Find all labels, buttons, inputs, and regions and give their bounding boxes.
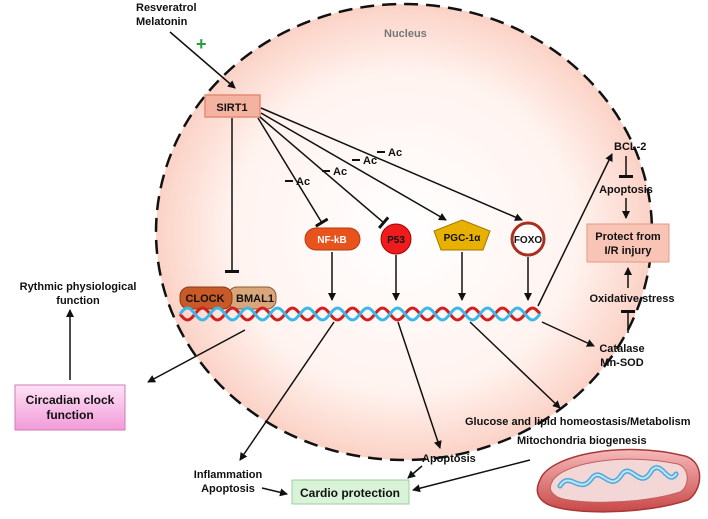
circadian-box — [14, 384, 126, 431]
pgc-node — [433, 219, 491, 251]
dna-strand-blue — [178, 306, 542, 322]
inflammation-label: Inflammation — [194, 469, 263, 481]
cardio-box — [291, 479, 410, 505]
svg-text:Ac: Ac — [333, 166, 347, 178]
protect-label-line2: I/R injury — [604, 245, 652, 257]
circadian-label-line2: function — [46, 408, 93, 422]
glucose-label: Glucose and lipid homeostasis/Metabolism — [465, 416, 691, 428]
inducer-melatonin: Melatonin — [136, 16, 188, 28]
apoptosis-right-label: Apoptosis — [599, 184, 653, 196]
dna-glucose-arrow — [469, 321, 561, 409]
rhythmic-label-line1: Rythmic physiological — [20, 281, 137, 293]
cardio-label: Cardio protection — [300, 486, 400, 500]
ac-label-nfkb: Ac — [285, 176, 310, 188]
mito-label: Mitochondria biogenesis — [517, 435, 647, 447]
nucleus-label: Nucleus — [384, 28, 427, 40]
circadian-label-line1: Circadian clock — [26, 393, 115, 407]
apoptosis-cardio-arrow — [407, 465, 423, 479]
activation-plus: + — [196, 34, 207, 54]
sirt1-foxo-arrow — [260, 107, 523, 221]
nfkb-node — [304, 227, 361, 251]
protect-label-line1: Protect from — [595, 231, 661, 243]
dna-inflammation-arrow — [239, 321, 335, 461]
svg-text:Ac: Ac — [363, 155, 377, 167]
mn-sod-label: Mn-SOD — [600, 357, 643, 369]
dna-catalase-arrow — [541, 321, 595, 347]
catalase-label: Catalase — [599, 343, 644, 355]
dna-apoptosis-arrow — [397, 321, 442, 449]
dna-circadian-arrow — [147, 329, 246, 383]
bmal1-label: BMAL1 — [236, 293, 274, 305]
sirt1-nfkb-inhibit — [257, 117, 329, 228]
svg-text:Ac: Ac — [296, 176, 310, 188]
rhythmic-label-line2: function — [56, 295, 100, 307]
oxidative-stress-label: Oxidative stress — [590, 293, 675, 305]
ac-label-foxo: Ac — [377, 147, 402, 159]
mitochondrion-image — [536, 448, 701, 513]
p53-node — [380, 223, 412, 255]
nfkb-label: NF-kB — [317, 235, 346, 246]
inducer-resveratrol: Resveratrol — [136, 2, 197, 14]
sirt1-label: SIRT1 — [216, 102, 247, 114]
bcl2-label: BCL-2 — [614, 141, 646, 153]
sirt1-box — [204, 94, 261, 118]
apoptosis-bottom-label: Apoptosis — [422, 453, 476, 465]
foxo-bcl2-arrow — [537, 153, 613, 307]
ac-label-p53: Ac — [322, 166, 347, 178]
svg-text:Ac: Ac — [388, 147, 402, 159]
foxo-label: FOXO — [514, 235, 543, 246]
sirt1-pgc-arrow — [260, 112, 447, 221]
ac-label-pgc: Ac — [352, 155, 377, 167]
p53-label: P53 — [387, 235, 405, 246]
mito-cardio-arrow — [412, 459, 531, 493]
foxo-node — [510, 221, 546, 257]
inflammation-cardio-arrow — [261, 487, 288, 497]
pgc-label: PGC-1α — [444, 233, 482, 244]
protect-box — [586, 223, 670, 263]
clock-label: CLOCK — [185, 293, 224, 305]
inducer-arrow — [169, 31, 236, 89]
apoptosis-left-label: Apoptosis — [201, 483, 255, 495]
